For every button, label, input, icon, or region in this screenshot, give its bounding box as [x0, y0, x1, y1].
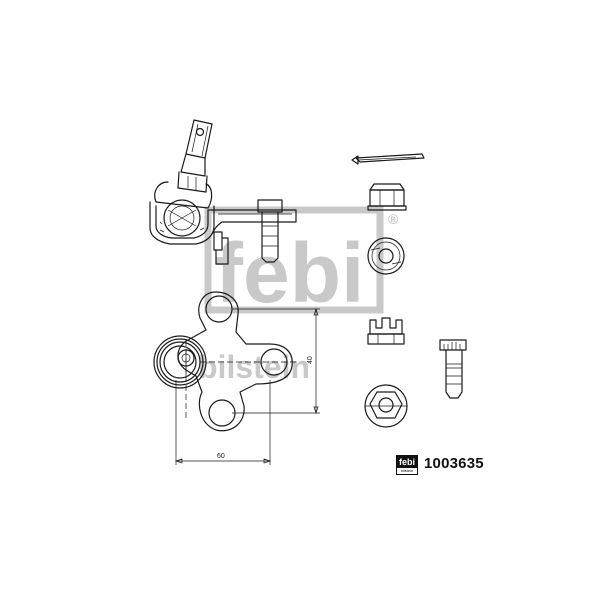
logo-brand: febi [397, 456, 417, 468]
watermark-registered: ® [388, 211, 399, 227]
watermark: febi bilstein ® [198, 206, 399, 385]
ball-joint-plan-view: 60 40 [153, 291, 320, 465]
watermark-sub: bilstein [198, 349, 310, 385]
nut-top-view [367, 237, 405, 275]
dimension-height: 40 [307, 356, 314, 364]
watermark-brand: febi [215, 226, 364, 320]
castle-nut-side [367, 183, 407, 211]
wheel-stud [439, 339, 467, 399]
ball-joint-side-view [149, 119, 297, 265]
castle-nut-side-lower [367, 317, 405, 345]
logo-sub: bilstein [400, 468, 414, 473]
dimension-width: 60 [217, 453, 225, 460]
cotter-pin [351, 153, 425, 165]
castle-nut-top-view [364, 384, 408, 428]
part-number: 1003635 [424, 455, 484, 472]
febi-logo: febi bilstein [396, 455, 418, 475]
